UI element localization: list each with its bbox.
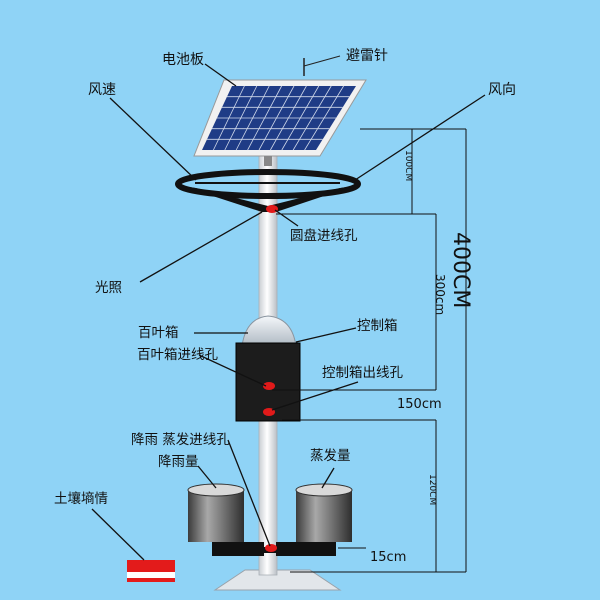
dim-400: 400CM: [448, 232, 473, 308]
solar-panel: [193, 79, 367, 166]
rain-gauge-barrel: [187, 483, 264, 556]
soil-moisture-sensor: [127, 560, 175, 582]
louver-box-dome: [241, 315, 297, 347]
dim-100: 100CM: [403, 150, 413, 181]
label-wind-speed: 风速: [88, 82, 116, 98]
rain-evap-hole: [265, 544, 277, 552]
label-light: 光照: [95, 280, 122, 296]
lightning-rod-leader: [303, 55, 341, 67]
label-rainfall: 降雨量: [158, 454, 199, 470]
evaporation-barrel: [276, 483, 353, 556]
leader-lines: [91, 63, 486, 561]
label-control-box: 控制箱: [357, 318, 398, 334]
label-louver-box: 百叶箱: [138, 325, 179, 341]
label-wind-direction: 风向: [488, 82, 516, 98]
label-evaporation: 蒸发量: [310, 448, 351, 464]
dim-300: 300cm: [433, 274, 447, 315]
label-rain-evap-hole: 降雨 蒸发进线孔: [131, 432, 230, 448]
control-box: [235, 342, 301, 422]
base-plate: [213, 569, 342, 591]
label-lightning-rod: 避雷针: [346, 48, 388, 64]
dim-15: 15cm: [370, 550, 406, 565]
label-soil-moisture: 土壤墒情: [54, 490, 108, 507]
disc-hole: [266, 205, 278, 213]
dimension-lines: [272, 128, 467, 573]
dim-120: 120CM: [427, 474, 437, 505]
label-louver-hole: 百叶箱进线孔: [137, 347, 218, 363]
label-control-out-hole: 控制箱出线孔: [322, 365, 403, 381]
control-box-hole-upper: [263, 382, 275, 390]
label-solar-panel: 电池板: [162, 52, 204, 68]
label-disc-hole: 圆盘进线孔: [290, 227, 358, 244]
dim-150: 150cm: [397, 397, 442, 412]
